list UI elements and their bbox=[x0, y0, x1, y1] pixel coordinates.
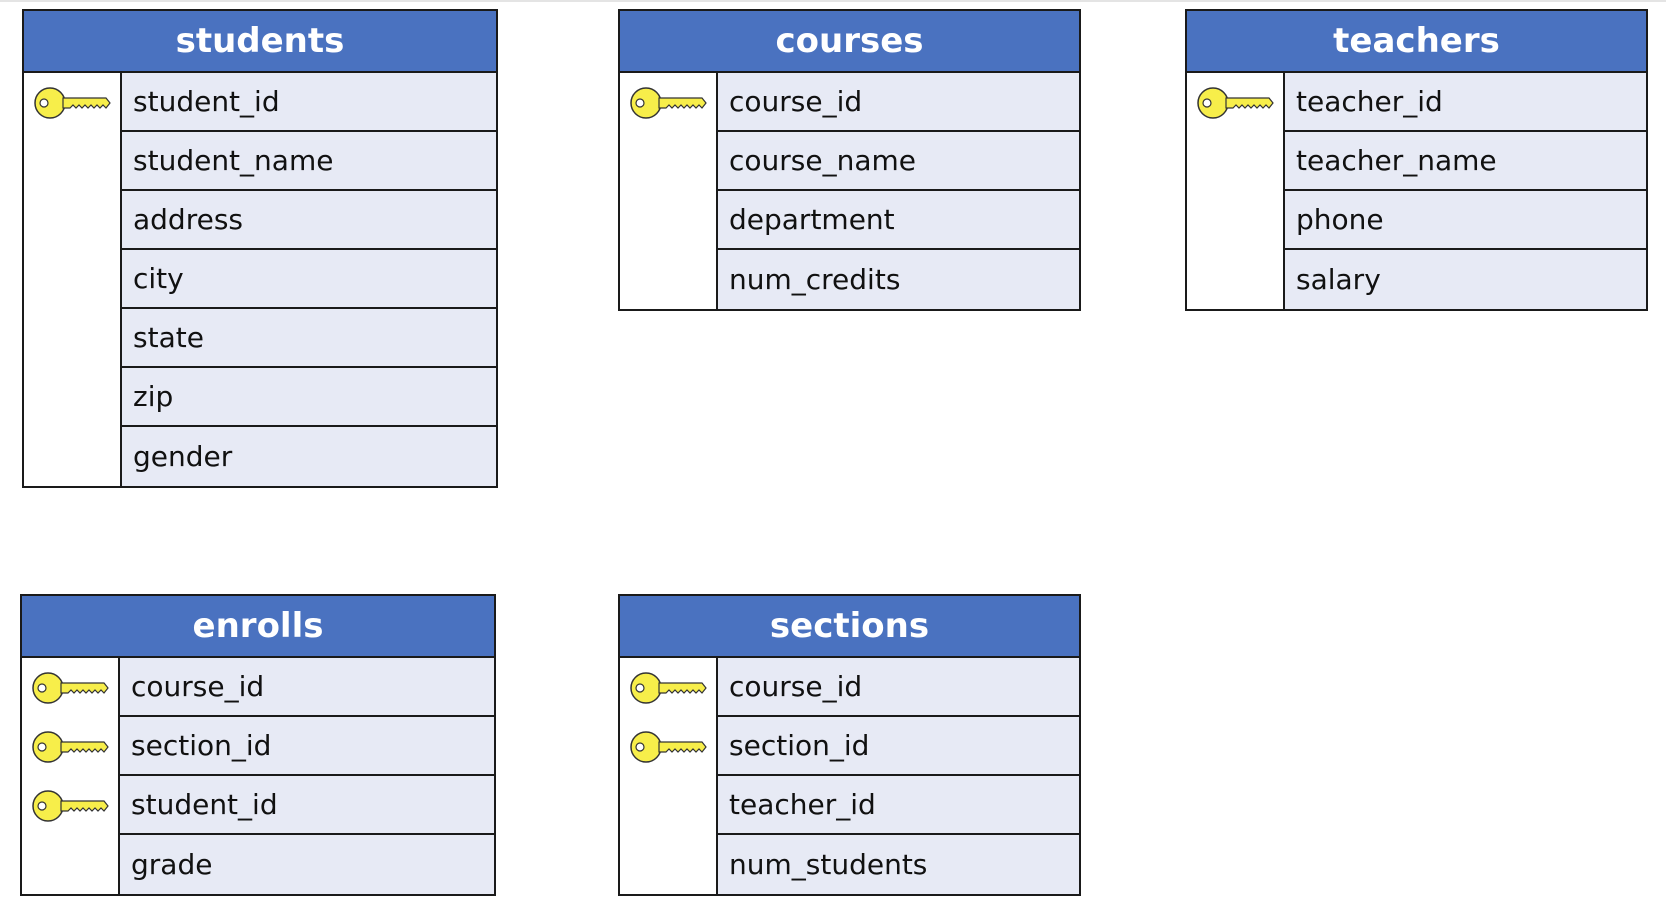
field-section-id: section_id bbox=[120, 717, 494, 776]
field-teacher-id: teacher_id bbox=[718, 776, 1079, 835]
table-sections: sections course_id section_id teacher_id… bbox=[618, 594, 1081, 896]
primary-key-icon bbox=[30, 786, 110, 826]
field-section-id: section_id bbox=[718, 717, 1079, 776]
field-student-name: student_name bbox=[122, 132, 496, 191]
field-course-id: course_id bbox=[718, 73, 1079, 132]
field-state: state bbox=[122, 309, 496, 368]
table-title: teachers bbox=[1187, 11, 1646, 73]
field-salary: salary bbox=[1285, 250, 1646, 309]
table-students: students student_id student_name address… bbox=[22, 9, 498, 488]
key-column bbox=[24, 73, 122, 486]
table-title: sections bbox=[620, 596, 1079, 658]
key-column bbox=[1187, 73, 1285, 309]
field-num-students: num_students bbox=[718, 835, 1079, 894]
field-gender: gender bbox=[122, 427, 496, 486]
table-title: students bbox=[24, 11, 496, 73]
field-teacher-name: teacher_name bbox=[1285, 132, 1646, 191]
field-teacher-id: teacher_id bbox=[1285, 73, 1646, 132]
table-teachers: teachers teacher_id teacher_name phone s… bbox=[1185, 9, 1648, 311]
field-grade: grade bbox=[120, 835, 494, 894]
field-student-id: student_id bbox=[122, 73, 496, 132]
field-phone: phone bbox=[1285, 191, 1646, 250]
field-course-id: course_id bbox=[120, 658, 494, 717]
field-course-id: course_id bbox=[718, 658, 1079, 717]
primary-key-icon bbox=[30, 668, 110, 708]
field-city: city bbox=[122, 250, 496, 309]
key-column bbox=[620, 73, 718, 309]
primary-key-icon bbox=[32, 83, 112, 123]
field-department: department bbox=[718, 191, 1079, 250]
primary-key-icon bbox=[628, 668, 708, 708]
table-title: courses bbox=[620, 11, 1079, 73]
field-num-credits: num_credits bbox=[718, 250, 1079, 309]
key-column bbox=[620, 658, 718, 894]
top-border-line bbox=[0, 0, 1666, 2]
table-enrolls: enrolls course_id section_id student_id … bbox=[20, 594, 496, 896]
key-column bbox=[22, 658, 120, 894]
table-title: enrolls bbox=[22, 596, 494, 658]
primary-key-icon bbox=[628, 83, 708, 123]
primary-key-icon bbox=[628, 727, 708, 767]
table-courses: courses course_id course_name department… bbox=[618, 9, 1081, 311]
field-student-id: student_id bbox=[120, 776, 494, 835]
field-course-name: course_name bbox=[718, 132, 1079, 191]
field-zip: zip bbox=[122, 368, 496, 427]
field-address: address bbox=[122, 191, 496, 250]
primary-key-icon bbox=[30, 727, 110, 767]
primary-key-icon bbox=[1195, 83, 1275, 123]
